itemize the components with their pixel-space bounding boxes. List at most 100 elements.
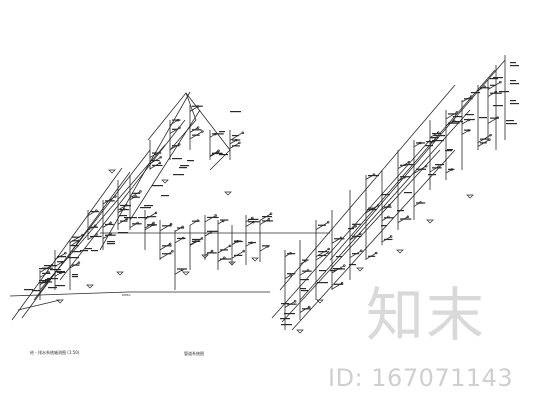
annotation-mark bbox=[400, 218, 412, 220]
branch-stub bbox=[259, 246, 268, 252]
branch-stub bbox=[229, 132, 244, 141]
annotation-mark bbox=[207, 252, 217, 254]
annotation-mark bbox=[262, 220, 274, 222]
annotation-mark bbox=[192, 105, 203, 107]
fixture-node bbox=[424, 164, 428, 168]
fixture-node bbox=[178, 126, 181, 130]
annotation-mark bbox=[499, 91, 509, 93]
annotation-mark bbox=[490, 117, 499, 119]
annotation-mark bbox=[32, 290, 40, 292]
annotation-mark bbox=[368, 255, 376, 257]
annotation-mark bbox=[510, 80, 516, 82]
annotation-mark bbox=[90, 211, 100, 213]
annotation-mark bbox=[192, 134, 200, 136]
annotation-mark bbox=[280, 318, 290, 320]
fixture-node bbox=[388, 203, 391, 207]
annotation-mark bbox=[219, 131, 225, 133]
annotation-mark bbox=[72, 276, 78, 278]
annotation-mark bbox=[319, 270, 326, 272]
annotation-mark bbox=[352, 253, 360, 255]
annotation-mark bbox=[177, 237, 186, 240]
annotation-mark bbox=[416, 202, 426, 204]
fixture-node bbox=[455, 111, 459, 114]
annotation-mark bbox=[336, 256, 342, 258]
annotation-mark bbox=[368, 174, 379, 177]
annotation-mark bbox=[132, 196, 140, 198]
trap-symbol bbox=[201, 254, 209, 259]
annotation-mark bbox=[172, 119, 181, 121]
watermark-id: ID: 167071143 bbox=[328, 364, 514, 392]
annotation-mark bbox=[471, 92, 480, 94]
trap-symbol bbox=[161, 179, 169, 184]
fixture-node bbox=[171, 250, 174, 253]
annotation-mark bbox=[138, 217, 147, 219]
annotation-mark bbox=[105, 200, 115, 202]
annotation-mark bbox=[448, 122, 460, 124]
fixture-node bbox=[154, 211, 158, 215]
branch-stub bbox=[315, 252, 329, 261]
branch-stub bbox=[189, 106, 199, 112]
annotation-mark bbox=[510, 83, 519, 85]
branch-stub bbox=[487, 91, 497, 97]
annotation-mark bbox=[120, 208, 129, 211]
diagonal-riser bbox=[299, 109, 471, 301]
annotation-mark bbox=[85, 248, 92, 250]
annotation-mark bbox=[262, 216, 273, 218]
diagonal-riser bbox=[39, 144, 166, 291]
annotation-mark bbox=[333, 268, 342, 270]
annotation-mark bbox=[147, 224, 157, 226]
annotation-mark bbox=[177, 227, 185, 229]
annotation-mark bbox=[493, 77, 503, 79]
annotation-mark bbox=[287, 273, 296, 275]
annotation-mark bbox=[91, 250, 98, 252]
fixture-node bbox=[95, 233, 98, 236]
annotation-mark bbox=[152, 152, 162, 154]
annotation-mark bbox=[57, 261, 64, 263]
branch-stub bbox=[299, 306, 310, 313]
fixture-node bbox=[241, 131, 245, 134]
annotation-mark bbox=[172, 145, 180, 147]
branch-stub bbox=[169, 127, 180, 134]
annotation-mark bbox=[161, 195, 169, 197]
trap-symbol bbox=[296, 329, 304, 334]
branch-stub bbox=[159, 243, 171, 251]
annotation-mark bbox=[334, 238, 345, 240]
branch-stub bbox=[169, 143, 180, 151]
branch-stub bbox=[461, 119, 470, 125]
annotation-mark bbox=[445, 150, 452, 152]
annotation-mark bbox=[281, 303, 289, 305]
annotation-mark bbox=[45, 279, 51, 281]
annotation-mark bbox=[105, 223, 114, 226]
annotation-mark bbox=[192, 240, 201, 242]
diagonal-riser bbox=[59, 119, 186, 281]
fixture-node bbox=[307, 305, 311, 309]
annotation-mark bbox=[480, 142, 487, 144]
trap-symbol bbox=[182, 271, 190, 276]
annotation-mark bbox=[55, 271, 65, 273]
annotation-mark bbox=[248, 218, 259, 221]
annotation-mark bbox=[453, 116, 462, 118]
annotation-mark bbox=[180, 165, 189, 167]
annotation-mark bbox=[448, 113, 457, 115]
annotation-mark bbox=[187, 160, 194, 162]
annotation-mark bbox=[80, 250, 88, 252]
trap-symbol bbox=[228, 261, 236, 266]
branch-stub bbox=[144, 224, 154, 231]
drawing-label-center: 管道系统图 bbox=[184, 350, 204, 356]
annotation-mark bbox=[107, 241, 115, 243]
annotation-mark bbox=[162, 253, 172, 255]
branch-stub bbox=[87, 225, 96, 231]
annotation-mark bbox=[162, 245, 172, 247]
annotation-mark bbox=[287, 303, 297, 305]
fixture-node bbox=[326, 221, 330, 224]
annotation-mark bbox=[105, 234, 116, 236]
diagonal-riser bbox=[129, 109, 201, 221]
fixture-node bbox=[109, 221, 112, 225]
annotation-mark bbox=[39, 268, 48, 270]
annotation-mark bbox=[302, 270, 312, 272]
trap-symbol bbox=[426, 219, 434, 224]
annotation-mark bbox=[107, 243, 115, 245]
annotation-mark bbox=[71, 245, 79, 247]
drawing-label-mid: DN50 bbox=[122, 293, 130, 297]
